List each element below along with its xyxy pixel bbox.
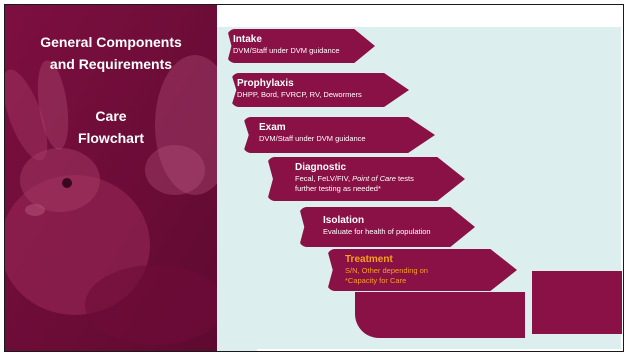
flow-end-box (532, 271, 622, 334)
step-treatment: Treatment S/N, Other depending on *Capac… (327, 249, 517, 291)
step-description-post: tests (395, 174, 414, 183)
step-title: Diagnostic (295, 162, 347, 173)
step-description: Fecal, FeLV/FIV, Point of Care tests (273, 174, 465, 184)
step-exam: Exam DVM/Staff under DVM guidance (243, 117, 435, 153)
step-description-line2: *Capacity for Care (345, 276, 407, 285)
step-prophylaxis: Prophylaxis DHPP, Bord, FVRCP, RV, Dewor… (231, 73, 409, 107)
step-isolation: Isolation Evaluate for health of populat… (299, 207, 475, 247)
step-intake: Intake DVM/Staff under DVM guidance (227, 29, 375, 63)
panel-subtitle-line2: Flowchart (77, 130, 145, 146)
panel-subtitle-line1: Care (95, 108, 127, 124)
panel-title: General Components and Requirements (5, 31, 217, 75)
panel-title-line1: General Components (40, 34, 182, 50)
left-panel: General Components and Requirements Care… (5, 5, 217, 351)
step-description-line2: further testing as needed* (295, 184, 381, 193)
rabbit-photo (5, 5, 217, 351)
step-diagnostic: Diagnostic Fecal, FeLV/FIV, Point of Car… (267, 157, 465, 201)
step-title: Treatment (345, 254, 393, 265)
step-title: Intake (233, 34, 262, 45)
step-title: Prophylaxis (237, 78, 294, 89)
step-description: Evaluate for health of population (323, 227, 431, 236)
step-description: DVM/Staff under DVM guidance (233, 46, 340, 55)
step-description: DVM/Staff under DVM guidance (259, 134, 366, 143)
flow-end-connector (355, 292, 525, 338)
step-description: S/N, Other depending on (345, 266, 428, 275)
step-description-pre: Fecal, FeLV/FIV, (295, 174, 353, 183)
background-strip-top (217, 5, 257, 27)
step-description-italic: Point of Care (352, 174, 396, 183)
step-description: DHPP, Bord, FVRCP, RV, Dewormers (237, 90, 362, 99)
panel-title-line2: and Requirements (49, 56, 173, 72)
step-title: Isolation (323, 215, 365, 226)
panel-subtitle: Care Flowchart (5, 105, 217, 149)
slide: General Components and Requirements Care… (4, 4, 624, 352)
step-title: Exam (259, 122, 286, 133)
